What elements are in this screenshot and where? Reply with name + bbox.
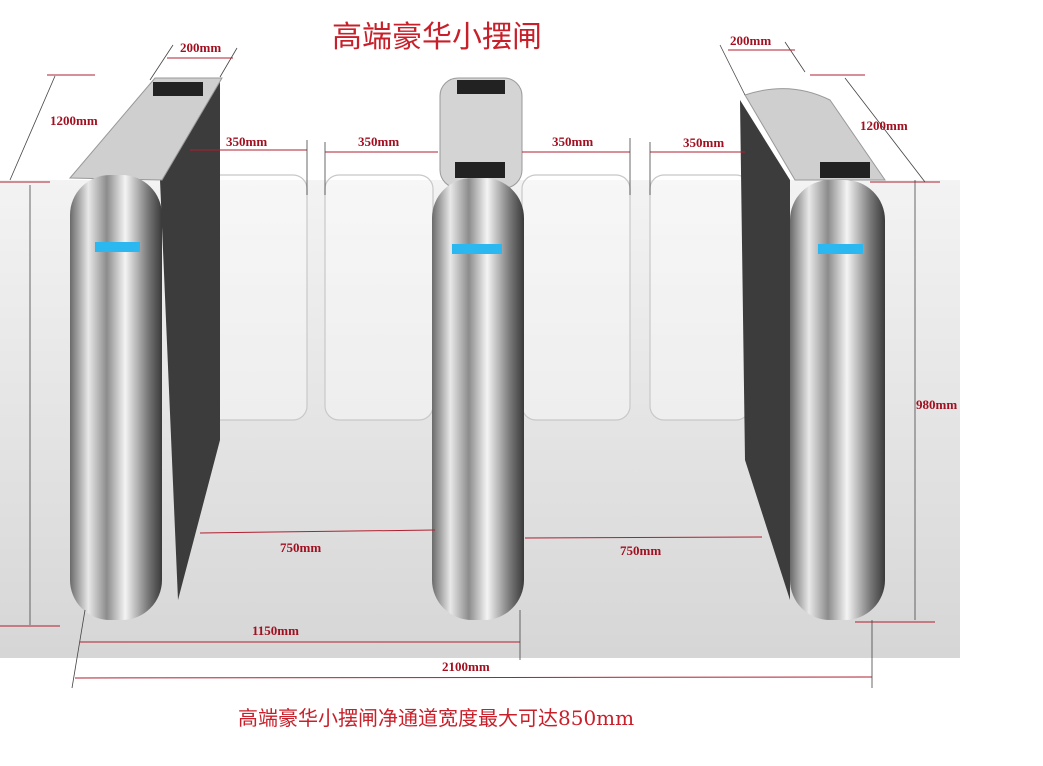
dim-height: 980mm: [916, 397, 957, 412]
right-cabinet: [740, 88, 886, 620]
dim-wing-4: 350mm: [683, 135, 724, 150]
led-indicator: [95, 242, 140, 252]
led-indicator: [452, 244, 502, 254]
dim-wing-3: 350mm: [552, 134, 593, 149]
page-title: 高端豪华小摆闸: [332, 20, 542, 55]
dim-lane-1: 750mm: [280, 540, 321, 555]
caption: 高端豪华小摆闸净通道宽度最大可达850mm: [238, 706, 634, 730]
dim-right-length: 1200mm: [860, 118, 908, 133]
glass-wing-3: [521, 174, 631, 421]
glass-wing-2: [324, 174, 434, 421]
dimension-lines: [0, 41, 940, 689]
led-indicator: [818, 244, 863, 254]
dim-wing-2: 350mm: [358, 134, 399, 149]
center-cabinet: [432, 77, 524, 620]
dim-right-width: 200mm: [730, 33, 771, 48]
dim-pitch: 1150mm: [252, 623, 299, 638]
dim-overall: 2100mm: [442, 659, 490, 674]
dim-lane-2: 750mm: [620, 543, 661, 558]
left-cabinet: [68, 77, 223, 620]
dim-left-length: 1200mm: [50, 113, 98, 128]
dim-left-width: 200mm: [180, 40, 221, 55]
glass-wing-4: [649, 174, 751, 421]
dim-wing-1: 350mm: [226, 134, 267, 149]
